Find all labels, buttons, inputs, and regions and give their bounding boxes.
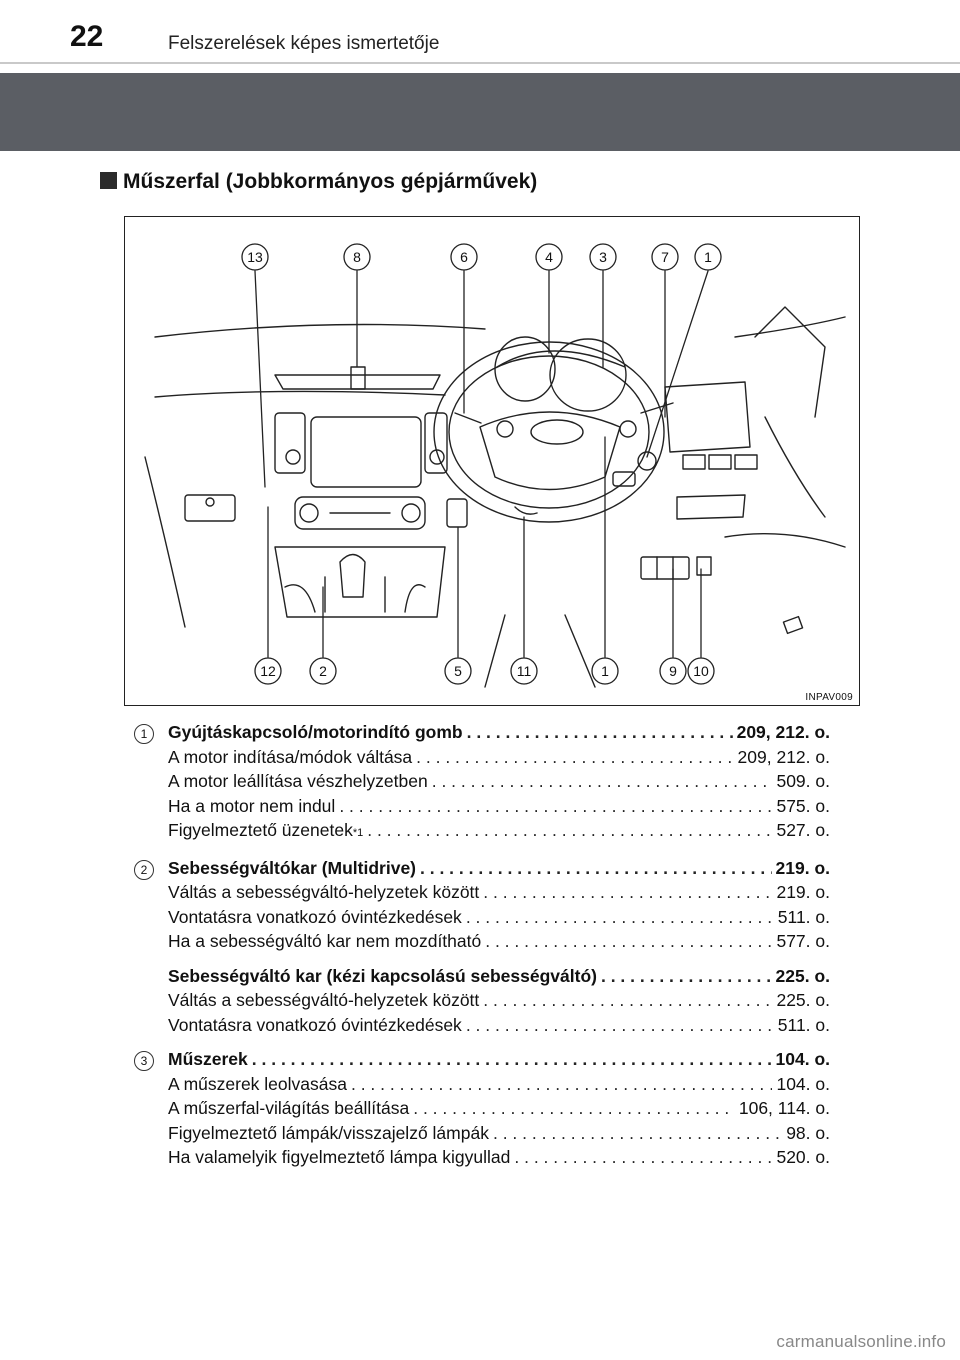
section-heading: Műszerfal (Jobbkormányos gépjárművek): [100, 170, 537, 194]
top-callouts: [241, 243, 722, 271]
page-ref: 209, 212. o.: [737, 746, 830, 767]
callout-circle: [535, 243, 563, 271]
entry-number-badge: 2: [134, 859, 154, 880]
callout-label: 10: [693, 663, 709, 679]
entry-item: A motor leállítása vészhelyzetben509. o.: [168, 769, 830, 794]
callout-circle: [254, 657, 282, 685]
dashboard-outline: [154, 316, 846, 618]
section-title: Műszerfal (Jobbkormányos gépjárművek): [123, 170, 538, 193]
entry-list: 1 Gyújtáskapcsoló/motorindító gomb 209, 2…: [100, 720, 830, 1180]
entry-item: Figyelmeztető lámpák/visszajelző lámpák9…: [168, 1121, 830, 1146]
callout-label: 7: [661, 249, 669, 265]
callout-circle: [241, 243, 269, 271]
callout-circle: [659, 657, 687, 685]
entry-item: Váltás a sebességváltó-helyzetek között2…: [168, 880, 830, 905]
entry-heading: Sebességváltó kar (kézi kapcsolású sebes…: [168, 964, 830, 989]
entry-item: Vontatásra vonatkozó óvintézkedések511. …: [168, 1013, 830, 1038]
callout-label: 5: [454, 663, 462, 679]
page-ref: 98. o.: [786, 1122, 830, 1143]
page-ref: 104. o.: [775, 1049, 830, 1069]
page-ref: 511. o.: [777, 906, 830, 927]
page-ref: 104. o.: [776, 1073, 830, 1094]
entry-3: 3 Műszerek 104. o. A műszerek leolvasása1…: [100, 1047, 830, 1170]
page-ref: 106, 114. o.: [738, 1098, 830, 1118]
page-ref: 575. o.: [776, 795, 830, 816]
bottom-callouts: [254, 657, 715, 685]
entry-item: Ha a sebességváltó kar nem mozdítható577…: [168, 929, 830, 954]
page-ref: 219. o.: [775, 857, 830, 878]
entry-item: Figyelmeztető üzenetek*1527. o.: [168, 818, 830, 846]
callout-circle: [694, 243, 722, 271]
entry-heading: Műszerek 104. o.: [168, 1047, 830, 1072]
callout-label: 11: [517, 663, 532, 679]
figure-code: INPAV009: [805, 692, 853, 703]
callout-label: 1: [704, 249, 712, 265]
entry-heading: Gyújtáskapcsoló/motorindító gomb 209, 212…: [168, 720, 830, 745]
callout-label: 13: [247, 249, 263, 265]
entry-1: 1 Gyújtáskapcsoló/motorindító gomb 209, 2…: [100, 720, 830, 846]
page-ref: 219. o.: [776, 882, 830, 902]
entry-heading-text: Gyújtáskapcsoló/motorindító gomb: [168, 722, 463, 742]
callout-label: 3: [599, 249, 607, 265]
page-ref: 509. o.: [776, 771, 830, 791]
callout-label: 2: [319, 663, 327, 679]
entry-item: Ha a motor nem indul575. o.: [168, 794, 830, 819]
entry-2: 2 Sebességváltókar (Multidrive) 219. o. V…: [100, 856, 830, 1038]
watermark[interactable]: carmanualsonline.info: [776, 1332, 946, 1351]
right-panel-outline: [144, 306, 846, 688]
callout-circle: [343, 243, 371, 271]
callout-label: 8: [353, 249, 361, 265]
callout-circle: [450, 243, 478, 271]
callout-circle: [651, 243, 679, 271]
entry-heading-text: Sebességváltókar (Multidrive): [168, 857, 416, 878]
page-ref: 577. o.: [776, 931, 830, 951]
header-band: [0, 73, 960, 151]
footnote-marker: *1: [352, 827, 364, 839]
page-number: 22: [70, 20, 104, 53]
running-title: Felszerelések képes ismertetője: [168, 33, 440, 54]
dashboard-illustration: 13 8 6 4 3 7 1 12 2 5 11 1 9 10 INPAV009: [124, 216, 860, 706]
callout-circle: [444, 657, 472, 685]
page-ref: 209, 212. o.: [736, 722, 830, 742]
callout-label: 6: [460, 249, 468, 265]
entry-item: A motor indítása/módok váltása209, 212. …: [168, 745, 830, 770]
callout-label: 4: [545, 249, 553, 265]
entry-number-badge: 3: [134, 1051, 154, 1071]
callout-circle: [510, 657, 538, 685]
entry-item: Váltás a sebességváltó-helyzetek között2…: [168, 988, 830, 1013]
callout-circle: [591, 657, 619, 685]
entry-number-badge: 1: [134, 724, 154, 744]
entry-item: A műszerfal-világítás beállítása106, 114…: [168, 1096, 830, 1121]
header-rule: [0, 62, 960, 64]
callout-label: 1: [601, 663, 609, 679]
callout-label: 9: [669, 663, 677, 679]
callout-circle: [687, 657, 715, 685]
entry-item: Vontatásra vonatkozó óvintézkedések511. …: [168, 905, 830, 930]
callout-circle: [589, 243, 617, 271]
callout-label: 12: [260, 663, 276, 679]
section-square-icon: [100, 172, 117, 189]
entry-heading-text: Műszerek: [168, 1049, 248, 1069]
page-ref: 520. o.: [776, 1147, 830, 1167]
entry-item: A műszerek leolvasása104. o.: [168, 1072, 830, 1097]
entry-heading-text: Sebességváltó kar (kézi kapcsolású sebes…: [168, 965, 597, 986]
callout-leaders: [254, 270, 709, 658]
page-ref: 511. o.: [777, 1014, 830, 1035]
steering-wheel-outline: [433, 336, 674, 523]
page-ref: 225. o.: [775, 965, 830, 986]
callout-circle: [309, 657, 337, 685]
page-ref: 527. o.: [776, 820, 830, 840]
entry-item: Ha valamelyik figyelmeztető lámpa kigyul…: [168, 1145, 830, 1170]
entry-heading: Sebességváltókar (Multidrive) 219. o.: [168, 856, 830, 881]
page-ref: 225. o.: [776, 990, 830, 1010]
